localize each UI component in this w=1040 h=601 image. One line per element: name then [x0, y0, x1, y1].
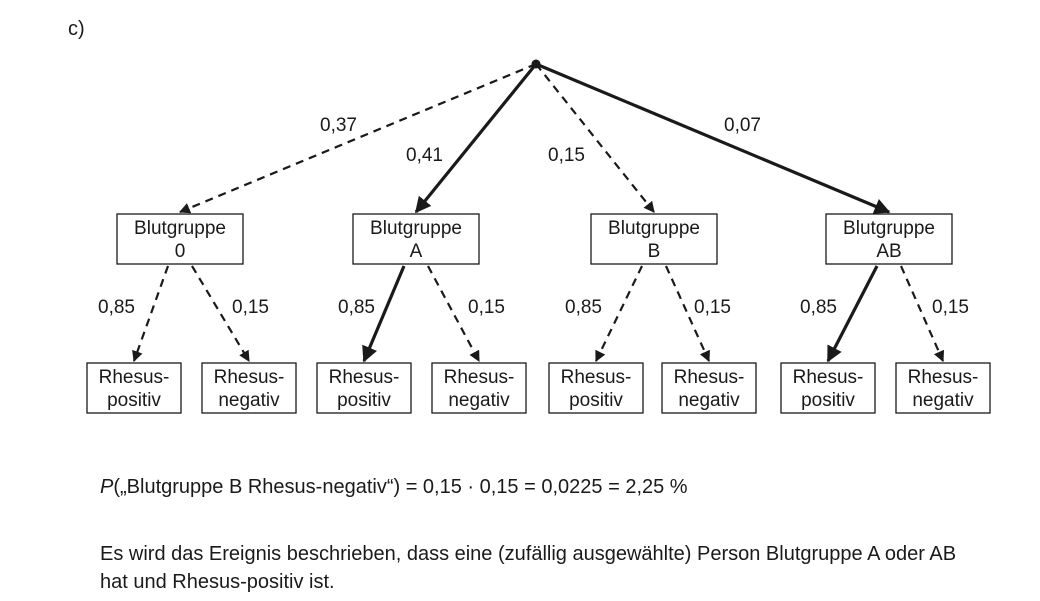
edge-blood-group-to-rhesus-5 [664, 265, 711, 363]
probability-formula: P(„Blutgruppe B Rhesus-negativ“) = 0,15 … [100, 476, 688, 499]
formula-rest: („Blutgruppe B Rhesus-negativ“) = 0,15 ·… [113, 476, 688, 498]
rhesus-node-6-line1: Rhesus- [793, 367, 864, 388]
rhesus-node-1-line1: Rhesus- [214, 367, 285, 388]
edge-prob-rhesus-3: 0,15 [468, 297, 505, 318]
rhesus-node-3-line1: Rhesus- [444, 367, 515, 388]
rhesus-node-2: Rhesus-positiv [316, 362, 412, 414]
rhesus-node-5: Rhesus-negativ [661, 362, 757, 414]
rhesus-node-7-line1: Rhesus- [908, 367, 979, 388]
rhesus-node-1: Rhesus-negativ [201, 362, 297, 414]
edge-root-to-blood-group-0 [178, 62, 537, 214]
rhesus-node-6: Rhesus-positiv [780, 362, 876, 414]
edge-blood-group-to-rhesus-2 [362, 265, 406, 363]
edge-prob-blood-group-2: 0,15 [548, 145, 585, 166]
rhesus-node-2-line1: Rhesus- [329, 367, 400, 388]
blood-group-node-3-line2: AB [876, 241, 901, 262]
blood-group-node-1-line2: A [410, 241, 423, 262]
probability-tree-diagram: Blutgruppe0BlutgruppeABlutgruppeBBlutgru… [86, 59, 991, 414]
blood-group-node-0-line2: 0 [175, 241, 186, 262]
rhesus-node-4-line1: Rhesus- [561, 367, 632, 388]
edge-prob-rhesus-6: 0,85 [800, 297, 837, 318]
rhesus-node-5-line2: negativ [678, 390, 740, 411]
edge-blood-group-to-rhesus-7 [899, 265, 945, 363]
edge-blood-group-to-rhesus-6 [826, 265, 879, 363]
formula-p: P [100, 476, 114, 498]
edge-prob-rhesus-2: 0,85 [338, 297, 375, 318]
blood-group-node-0-line1: Blutgruppe [134, 218, 226, 239]
edge-prob-blood-group-0: 0,37 [320, 115, 357, 136]
event-description: Es wird das Ereignis beschrieben, dass e… [100, 543, 957, 593]
rhesus-node-6-line2: positiv [801, 390, 855, 411]
rhesus-node-7: Rhesus-negativ [895, 362, 991, 414]
rhesus-node-2-line2: positiv [337, 390, 391, 411]
edge-prob-rhesus-4: 0,85 [565, 297, 602, 318]
edge-blood-group-to-rhesus-1 [191, 265, 250, 362]
rhesus-node-0-line2: positiv [107, 390, 161, 411]
root-node [531, 59, 541, 69]
edge-root-to-blood-group-1 [414, 62, 538, 214]
rhesus-node-3: Rhesus-negativ [431, 362, 527, 414]
rhesus-node-0: Rhesus-positiv [86, 362, 182, 414]
rhesus-node-7-line2: negativ [912, 390, 974, 411]
edge-blood-group-to-rhesus-4 [595, 265, 643, 362]
blood-group-node-1-line1: Blutgruppe [370, 218, 462, 239]
rhesus-node-0-line1: Rhesus- [99, 367, 170, 388]
blood-group-node-3-line1: Blutgruppe [843, 218, 935, 239]
edge-root-to-blood-group-2 [535, 63, 655, 213]
rhesus-node-3-line2: negativ [448, 390, 510, 411]
edge-prob-blood-group-3: 0,07 [724, 115, 761, 136]
edge-prob-rhesus-0: 0,85 [98, 297, 135, 318]
rhesus-node-5-line1: Rhesus- [674, 367, 745, 388]
blood-group-node-2-line2: B [648, 241, 661, 262]
edge-root-to-blood-group-3 [535, 62, 891, 214]
edge-prob-rhesus-5: 0,15 [694, 297, 731, 318]
edge-prob-blood-group-1: 0,41 [406, 145, 443, 166]
edge-prob-rhesus-1: 0,15 [232, 297, 269, 318]
edge-blood-group-to-rhesus-0 [132, 265, 170, 363]
edge-prob-rhesus-7: 0,15 [932, 297, 969, 318]
edge-blood-group-to-rhesus-3 [427, 265, 480, 362]
rhesus-node-1-line2: negativ [218, 390, 280, 411]
rhesus-node-4-line2: positiv [569, 390, 623, 411]
blood-group-node-2-line1: Blutgruppe [608, 218, 700, 239]
part-label: c) [68, 18, 85, 40]
rhesus-node-4: Rhesus-positiv [548, 362, 644, 414]
